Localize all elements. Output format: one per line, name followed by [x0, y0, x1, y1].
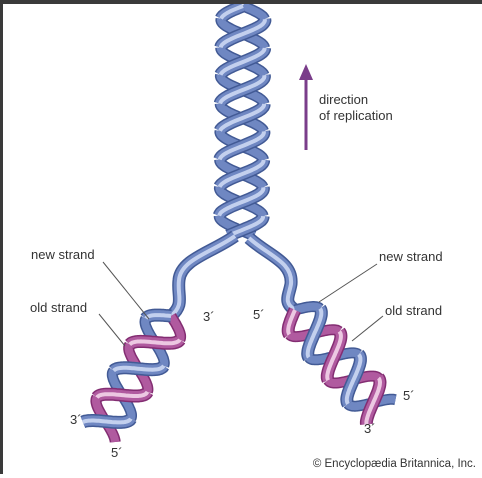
- right-daughter-helix-strand-b-back-0: [292, 302, 324, 314]
- leader-line-right-old: [351, 315, 384, 342]
- left-daughter-helix-strand-a-front-0-shine: [144, 313, 172, 320]
- leader-line-left-new: [102, 261, 150, 320]
- right-daughter-helix-strand-a-front-4-shine: [364, 376, 382, 426]
- right-daughter-helix-strand-b-front-3-shine: [344, 353, 363, 406]
- helix-strands: [77, 4, 400, 447]
- left-daughter-helix-strand-a-front-4-shine: [81, 417, 133, 425]
- right-three-prime-bottom: 3´: [364, 421, 376, 436]
- left-three-prime-bottom: 3´: [70, 412, 82, 427]
- leader-line-left-old: [98, 313, 126, 347]
- parent-helix-strand-b-front-3-shine: [218, 74, 267, 105]
- left-five-prime-bottom: 5´: [111, 445, 123, 460]
- parent-helix-strand-a-front-6-shine: [217, 159, 266, 188]
- parent-helix-strand-a-front-0-shine: [219, 4, 244, 20]
- right-five-prime-top: 5´: [253, 307, 265, 322]
- direction-arrow: [299, 64, 313, 150]
- parent-helix-strand-a-front-4-shine: [218, 103, 267, 132]
- left-daughter-helix-strand-a-front-2-shine: [112, 364, 166, 373]
- copyright-notice: © Encyclopædia Britannica, Inc.: [312, 458, 476, 470]
- parent-helix-strand-a-front-2-shine: [218, 47, 267, 76]
- left-old-strand-label: old strand: [30, 300, 88, 315]
- direction-arrow-head: [299, 64, 313, 80]
- fork-left-strand-shine: [169, 234, 237, 318]
- leader-lines: [98, 261, 384, 347]
- right-five-prime-bottom: 5´: [403, 388, 415, 403]
- parent-helix-strand-b-front-7-shine: [217, 186, 266, 217]
- right-daughter-helix-strand-a-front-0-shine: [286, 309, 297, 336]
- right-daughter-helix-strand-a-front-2-shine: [325, 330, 343, 382]
- dna-replication-diagram: [77, 4, 400, 447]
- right-daughter-helix-strand-b-front-1-shine: [305, 307, 324, 359]
- direction-label-line-1: direction: [319, 92, 369, 107]
- leader-line-right-new: [318, 263, 378, 303]
- right-new-strand-label: new strand: [379, 249, 443, 264]
- parent-helix-strand-b-front-1-shine: [218, 18, 267, 49]
- parent-helix-strand-a-front-8-shine: [227, 215, 266, 238]
- direction-label: direction of replication: [319, 92, 393, 124]
- left-three-prime-top: 3´: [203, 309, 215, 324]
- fork-right-strand-shine: [247, 236, 297, 312]
- left-daughter-helix-strand-b-front-1-shine: [128, 338, 182, 347]
- left-new-strand-label: new strand: [31, 247, 95, 262]
- left-daughter-helix-strand-b-front-3-shine: [95, 390, 150, 399]
- parent-helix-strand-b-back-0: [241, 4, 269, 22]
- left-daughter-helix-strand-b-back-0: [167, 313, 185, 343]
- direction-label-line-2: of replication: [319, 108, 393, 123]
- parent-helix-strand-b-front-5-shine: [217, 130, 266, 161]
- right-old-strand-label: old strand: [385, 303, 443, 318]
